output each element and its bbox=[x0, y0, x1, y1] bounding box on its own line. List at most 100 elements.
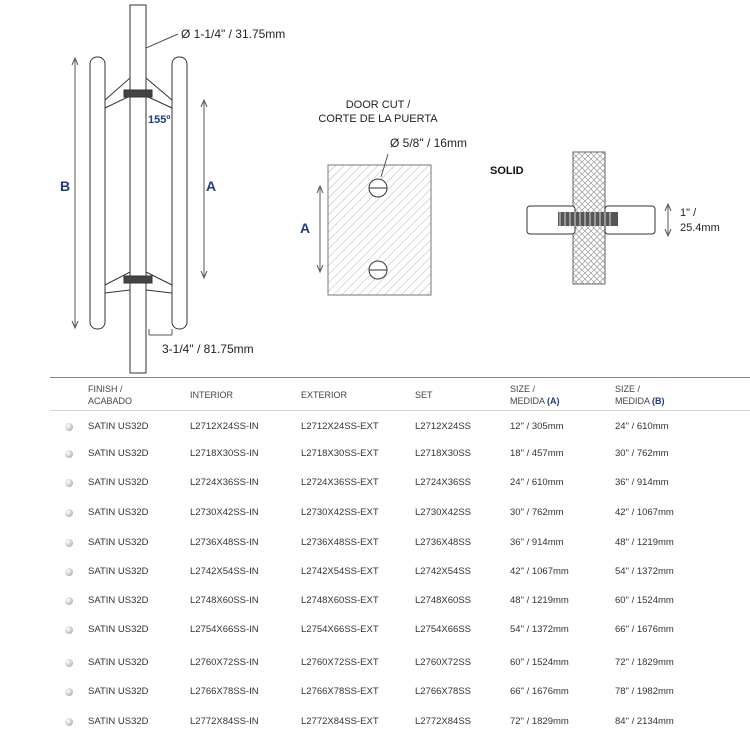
header-set: SET bbox=[415, 390, 433, 400]
cell-interior: L2748X60SS-IN bbox=[190, 595, 259, 606]
header-finish: FINISH / ACABADO bbox=[88, 383, 132, 407]
cell-exterior: L2772X84SS-EXT bbox=[301, 716, 379, 727]
cell-size-b: 42" / 1067mm bbox=[615, 507, 674, 518]
cell-interior: L2736X48SS-IN bbox=[190, 537, 259, 548]
cell-exterior: L2760X72SS-EXT bbox=[301, 657, 379, 668]
cell-exterior: L2742X54SS-EXT bbox=[301, 566, 379, 577]
hole-diameter-label: Ø 5/8" / 16mm bbox=[390, 136, 467, 150]
cell-set: L2712X24SS bbox=[415, 421, 471, 432]
finish-swatch-icon bbox=[65, 659, 73, 667]
header-size-a-word: MEDIDA bbox=[510, 396, 545, 406]
table-row: SATIN US32D L2730X42SS-IN L2730X42SS-EXT L2… bbox=[50, 503, 750, 523]
finish-swatch-icon bbox=[65, 597, 73, 605]
cell-exterior: L2736X48SS-EXT bbox=[301, 537, 379, 548]
door-cut-line1: DOOR CUT / bbox=[345, 99, 411, 111]
cell-set: L2730X42SS bbox=[415, 507, 471, 518]
cell-size-b: 78" / 1982mm bbox=[615, 686, 674, 697]
solid-label: SOLID bbox=[490, 165, 524, 177]
cell-set: L2736X48SS bbox=[415, 537, 471, 548]
cell-interior: L2718X30SS-IN bbox=[190, 448, 259, 459]
finish-swatch-icon bbox=[65, 718, 73, 726]
cell-size-a: 54" / 1372mm bbox=[510, 624, 569, 635]
table-row: SATIN US32D L2736X48SS-IN L2736X48SS-EXT L2… bbox=[50, 533, 750, 553]
cell-interior: L2766X78SS-IN bbox=[190, 686, 259, 697]
tube-diameter-label: Ø 1-1/4" / 31.75mm bbox=[181, 27, 286, 41]
cell-size-a: 30" / 762mm bbox=[510, 507, 564, 518]
header-finish-line1: FINISH / bbox=[88, 384, 123, 394]
cell-size-a: 42" / 1067mm bbox=[510, 566, 569, 577]
cell-set: L2754X66SS bbox=[415, 624, 471, 635]
finish-swatch-icon bbox=[65, 450, 73, 458]
threaded-bolt bbox=[558, 212, 618, 226]
door-cut-view bbox=[316, 153, 432, 296]
cell-size-a: 48" / 1219mm bbox=[510, 595, 569, 606]
table-row: SATIN US32D L2718X30SS-IN L2718X30SS-EXT L2… bbox=[50, 444, 750, 464]
angle-label: 155º bbox=[148, 114, 171, 126]
cell-finish: SATIN US32D bbox=[88, 624, 149, 635]
upper-bolt bbox=[123, 89, 153, 98]
cell-interior: L2730X42SS-IN bbox=[190, 507, 259, 518]
cell-exterior: L2754X66SS-EXT bbox=[301, 624, 379, 635]
cell-interior: L2760X72SS-IN bbox=[190, 657, 259, 668]
product-table: FINISH / ACABADO INTERIOR EXTERIOR SET S… bbox=[50, 377, 750, 750]
header-size-b: SIZE / MEDIDA (B) bbox=[615, 383, 665, 407]
solid-section-view bbox=[526, 151, 672, 285]
thickness-label-2: 25.4mm bbox=[680, 222, 720, 234]
lower-bolt bbox=[123, 275, 153, 284]
handle-front-view bbox=[71, 4, 208, 374]
cell-interior: L2754X66SS-IN bbox=[190, 624, 259, 635]
dimension-a-label: A bbox=[206, 178, 217, 194]
header-exterior: EXTERIOR bbox=[301, 390, 348, 400]
finish-swatch-icon bbox=[65, 509, 73, 517]
cell-interior: L2712X24SS-IN bbox=[190, 421, 259, 432]
cell-size-a: 18" / 457mm bbox=[510, 448, 564, 459]
header-size-a-line2: MEDIDA (A) bbox=[510, 395, 560, 407]
finish-swatch-icon bbox=[65, 479, 73, 487]
cell-size-b: 36" / 914mm bbox=[615, 477, 669, 488]
door-dimension-a-label: A bbox=[300, 220, 311, 236]
cell-finish: SATIN US32D bbox=[88, 477, 149, 488]
cell-size-b: 72" / 1829mm bbox=[615, 657, 674, 668]
table-row: SATIN US32D L2754X66SS-IN L2754X66SS-EXT L2… bbox=[50, 620, 750, 640]
cell-exterior: L2712X24SS-EXT bbox=[301, 421, 379, 432]
header-interior: INTERIOR bbox=[190, 390, 234, 400]
left-bar bbox=[89, 56, 106, 330]
cell-exterior: L2718X30SS-EXT bbox=[301, 448, 379, 459]
cell-finish: SATIN US32D bbox=[88, 507, 149, 518]
thickness-label-1: 1" / bbox=[680, 207, 697, 219]
table-row: SATIN US32D L2712X24SS-IN L2712X24SS-EXT L2… bbox=[50, 417, 750, 437]
lower-right-standoff bbox=[145, 271, 173, 294]
cell-exterior: L2730X42SS-EXT bbox=[301, 507, 379, 518]
cell-finish: SATIN US32D bbox=[88, 686, 149, 697]
cell-size-b: 48" / 1219mm bbox=[615, 537, 674, 548]
table-top-rule bbox=[50, 377, 750, 378]
cell-size-b: 54" / 1372mm bbox=[615, 566, 674, 577]
cell-finish: SATIN US32D bbox=[88, 448, 149, 459]
finish-swatch-icon bbox=[65, 626, 73, 634]
header-size-a-tag: (A) bbox=[547, 396, 560, 406]
cell-exterior: L2724X36SS-EXT bbox=[301, 477, 379, 488]
cell-interior: L2772X84SS-IN bbox=[190, 716, 259, 727]
cell-size-a: 12" / 305mm bbox=[510, 421, 564, 432]
cell-finish: SATIN US32D bbox=[88, 537, 149, 548]
header-separator bbox=[50, 410, 750, 411]
cell-finish: SATIN US32D bbox=[88, 421, 149, 432]
door-cut-line2: CORTE DE LA PUERTA bbox=[318, 113, 438, 125]
cell-size-b: 66" / 1676mm bbox=[615, 624, 674, 635]
header-size-b-word: MEDIDA bbox=[615, 396, 650, 406]
cell-set: L2742X54SS bbox=[415, 566, 471, 577]
header-size-a-line1: SIZE / bbox=[510, 384, 536, 394]
cell-exterior: L2748X60SS-EXT bbox=[301, 595, 379, 606]
cell-size-b: 60" / 1524mm bbox=[615, 595, 674, 606]
right-bar bbox=[171, 56, 188, 330]
cell-size-a: 24" / 610mm bbox=[510, 477, 564, 488]
cell-set: L2718X30SS bbox=[415, 448, 471, 459]
cell-size-a: 36" / 914mm bbox=[510, 537, 564, 548]
cell-size-a: 60" / 1524mm bbox=[510, 657, 569, 668]
dimension-b-label: B bbox=[60, 178, 71, 194]
